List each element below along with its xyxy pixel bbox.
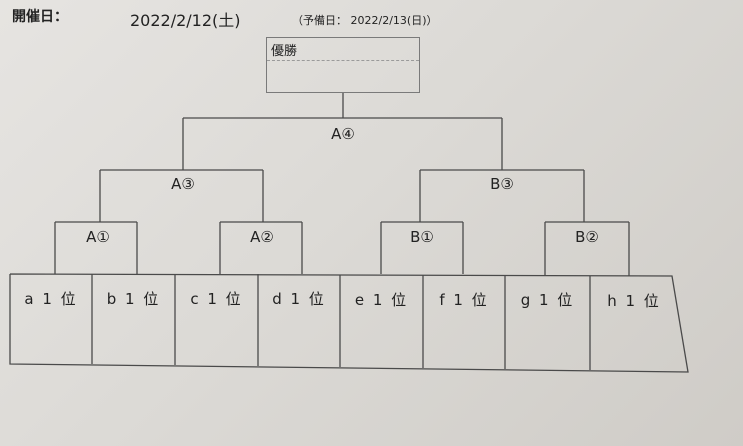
team-cell-h: h 1 位 <box>607 292 661 310</box>
team-cell-c: c 1 位 <box>190 290 243 308</box>
team-cell-f: f 1 位 <box>439 291 489 309</box>
winner-label: 優勝 <box>271 44 298 59</box>
match-qf4: B② <box>575 228 599 246</box>
winner-box: 優勝 <box>266 37 420 93</box>
team-cell-e: e 1 位 <box>354 291 409 309</box>
team-cell-b: b 1 位 <box>106 290 161 308</box>
match-final: A④ <box>331 125 355 143</box>
match-qf3: B① <box>410 228 434 246</box>
winner-divider <box>267 60 419 61</box>
match-semi-left: A③ <box>171 175 195 193</box>
match-qf2: A② <box>250 228 274 246</box>
team-cell-a: a 1 位 <box>24 290 78 308</box>
table-outline <box>9 273 689 373</box>
match-semi-right: B③ <box>490 175 514 193</box>
match-qf1: A① <box>86 228 110 246</box>
team-cell-g: g 1 位 <box>520 291 575 309</box>
date-label: 開催日： <box>12 9 68 25</box>
team-cell-d: d 1 位 <box>272 290 326 308</box>
reserve-date: （予備日： 2022/2/13(日)） <box>292 14 438 27</box>
date-value: 2022/2/12(土) <box>130 11 241 30</box>
